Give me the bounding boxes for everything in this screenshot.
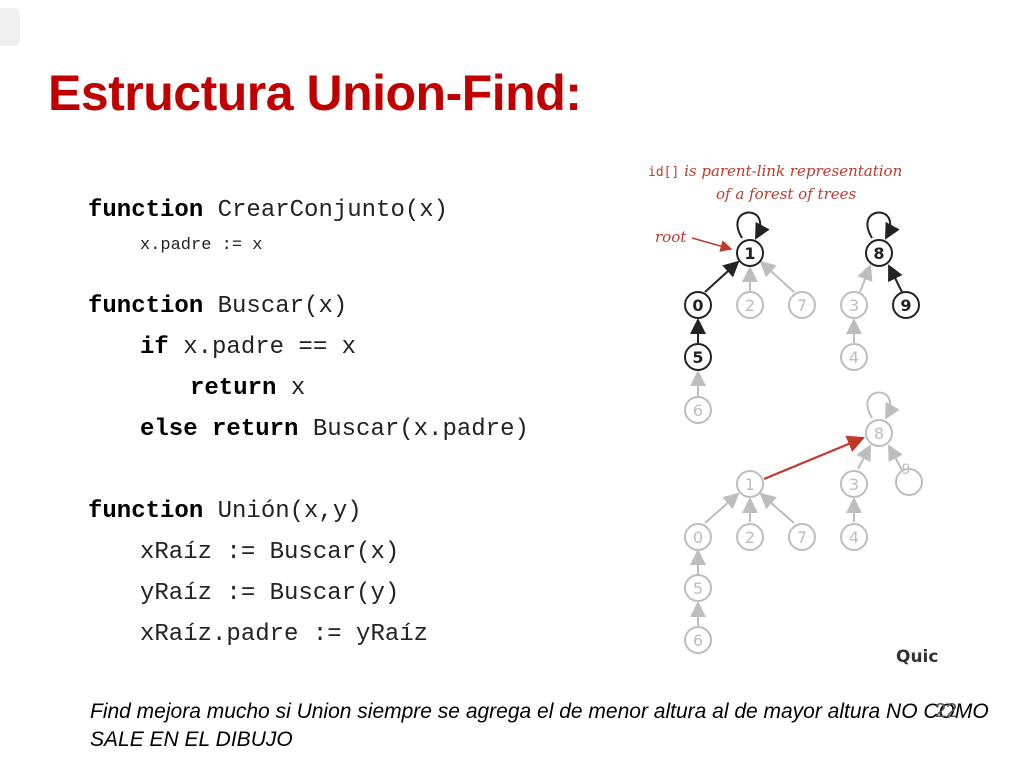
node-top-4: 4 <box>840 343 868 371</box>
code-line-union-3: xRaíz.padre := yRaíz <box>140 621 429 648</box>
node-bottom-5: 5 <box>684 574 712 602</box>
code-line-buscar-return: return x <box>190 377 305 401</box>
top-forest-edges <box>690 211 903 396</box>
edge-3-8 <box>857 264 873 293</box>
node-top-5: 5 <box>684 343 712 371</box>
keyword: function <box>88 197 204 224</box>
svg-text:3: 3 <box>849 296 859 315</box>
figure-caption-line2: of a forest of trees <box>716 185 856 203</box>
code-line-union-1: xRaíz := Buscar(x) <box>140 539 400 566</box>
code-text: x.padre == x <box>168 334 357 361</box>
edge-7-1 <box>759 260 795 293</box>
svg-text:8: 8 <box>873 244 884 263</box>
code-text: Buscar(x.padre) <box>298 416 529 443</box>
keyword: if <box>140 334 169 361</box>
node-bottom-2: 2 <box>736 523 764 551</box>
self-loop-8 <box>866 211 900 240</box>
code-line-crear-body: x.padre := x <box>140 236 263 255</box>
node-top-7: 7 <box>788 291 816 319</box>
svg-text:6: 6 <box>693 401 703 420</box>
root-label: root <box>655 228 687 246</box>
keyword: return <box>190 375 277 402</box>
node-top-6: 6 <box>684 396 712 424</box>
edge-9-8 <box>888 264 903 293</box>
node-top-8: 8 <box>865 239 893 267</box>
code-line-crear: function CrearConjunto(x) <box>88 199 448 223</box>
keyword: function <box>88 498 204 525</box>
svg-text:5: 5 <box>692 348 703 367</box>
page-number: 22 <box>935 700 958 722</box>
edge-0-1-bottom <box>704 492 740 524</box>
node-top-9: 9 <box>892 291 920 319</box>
node-top-0: 0 <box>684 291 712 319</box>
svg-text:9: 9 <box>900 296 911 315</box>
self-loop-8-bottom <box>866 391 900 420</box>
svg-text:6: 6 <box>693 631 703 650</box>
node-bottom-3: 3 <box>840 470 868 498</box>
code-line-buscar-else: else return Buscar(x.padre) <box>140 418 529 442</box>
top-forest-nodes: 1 0 2 7 5 6 8 3 9 4 <box>684 239 920 424</box>
keyword: else return <box>140 416 299 443</box>
node-top-2: 2 <box>736 291 764 319</box>
svg-text:8: 8 <box>874 424 884 443</box>
figure-caption-line1: id[] is parent-link representation <box>648 162 902 180</box>
svg-text:1: 1 <box>745 475 755 494</box>
code-text: CrearConjunto(x) <box>203 197 449 224</box>
svg-text:2: 2 <box>745 296 755 315</box>
node-bottom-6: 6 <box>684 626 712 654</box>
self-loop-1 <box>736 211 770 240</box>
node-bottom-9: 9 <box>895 462 923 496</box>
root-pointer-arrow <box>691 237 733 252</box>
edge-3-8-bottom <box>856 444 871 470</box>
code-text: Unión(x,y) <box>203 498 362 525</box>
svg-text:1: 1 <box>744 244 755 263</box>
node-bottom-1: 1 <box>736 470 764 498</box>
node-bottom-0: 0 <box>684 523 712 551</box>
slide-title: Estructura Union-Find: <box>48 65 582 121</box>
node-bottom-7: 7 <box>788 523 816 551</box>
figure-footer-label: Quick- <box>896 647 940 667</box>
svg-text:9: 9 <box>902 462 911 478</box>
node-bottom-4: 4 <box>840 523 868 551</box>
edge-0-1 <box>704 260 740 293</box>
code-text: Buscar(x) <box>203 293 348 320</box>
union-find-forest-figure: id[] is parent-link representation of a … <box>648 162 940 667</box>
node-top-3: 3 <box>840 291 868 319</box>
code-line-buscar-if: if x.padre == x <box>140 336 356 360</box>
svg-text:7: 7 <box>797 528 807 547</box>
keyword: function <box>88 293 204 320</box>
bottom-forest-nodes: 8 9 1 3 0 2 7 4 5 6 <box>684 419 923 654</box>
footnote: Find mejora mucho si Union siempre se ag… <box>90 700 989 751</box>
edge-9-8-bottom <box>888 444 903 471</box>
union-edge-1-8 <box>763 435 866 481</box>
bottom-forest-edges <box>690 391 903 626</box>
code-line-union-2: yRaíz := Buscar(y) <box>140 580 400 607</box>
svg-text:5: 5 <box>693 579 703 598</box>
edge-7-1-bottom <box>759 492 795 524</box>
code-line-buscar: function Buscar(x) <box>88 295 347 319</box>
svg-text:3: 3 <box>849 475 859 494</box>
svg-text:0: 0 <box>693 528 703 547</box>
svg-text:7: 7 <box>797 296 807 315</box>
svg-text:0: 0 <box>692 296 703 315</box>
svg-text:4: 4 <box>849 528 859 547</box>
svg-text:2: 2 <box>745 528 755 547</box>
node-bottom-8: 8 <box>865 419 893 447</box>
code-text: x <box>276 375 306 402</box>
corner-tab <box>0 8 20 46</box>
node-top-1: 1 <box>736 239 764 267</box>
code-line-union: function Unión(x,y) <box>88 500 362 524</box>
svg-text:4: 4 <box>849 348 859 367</box>
